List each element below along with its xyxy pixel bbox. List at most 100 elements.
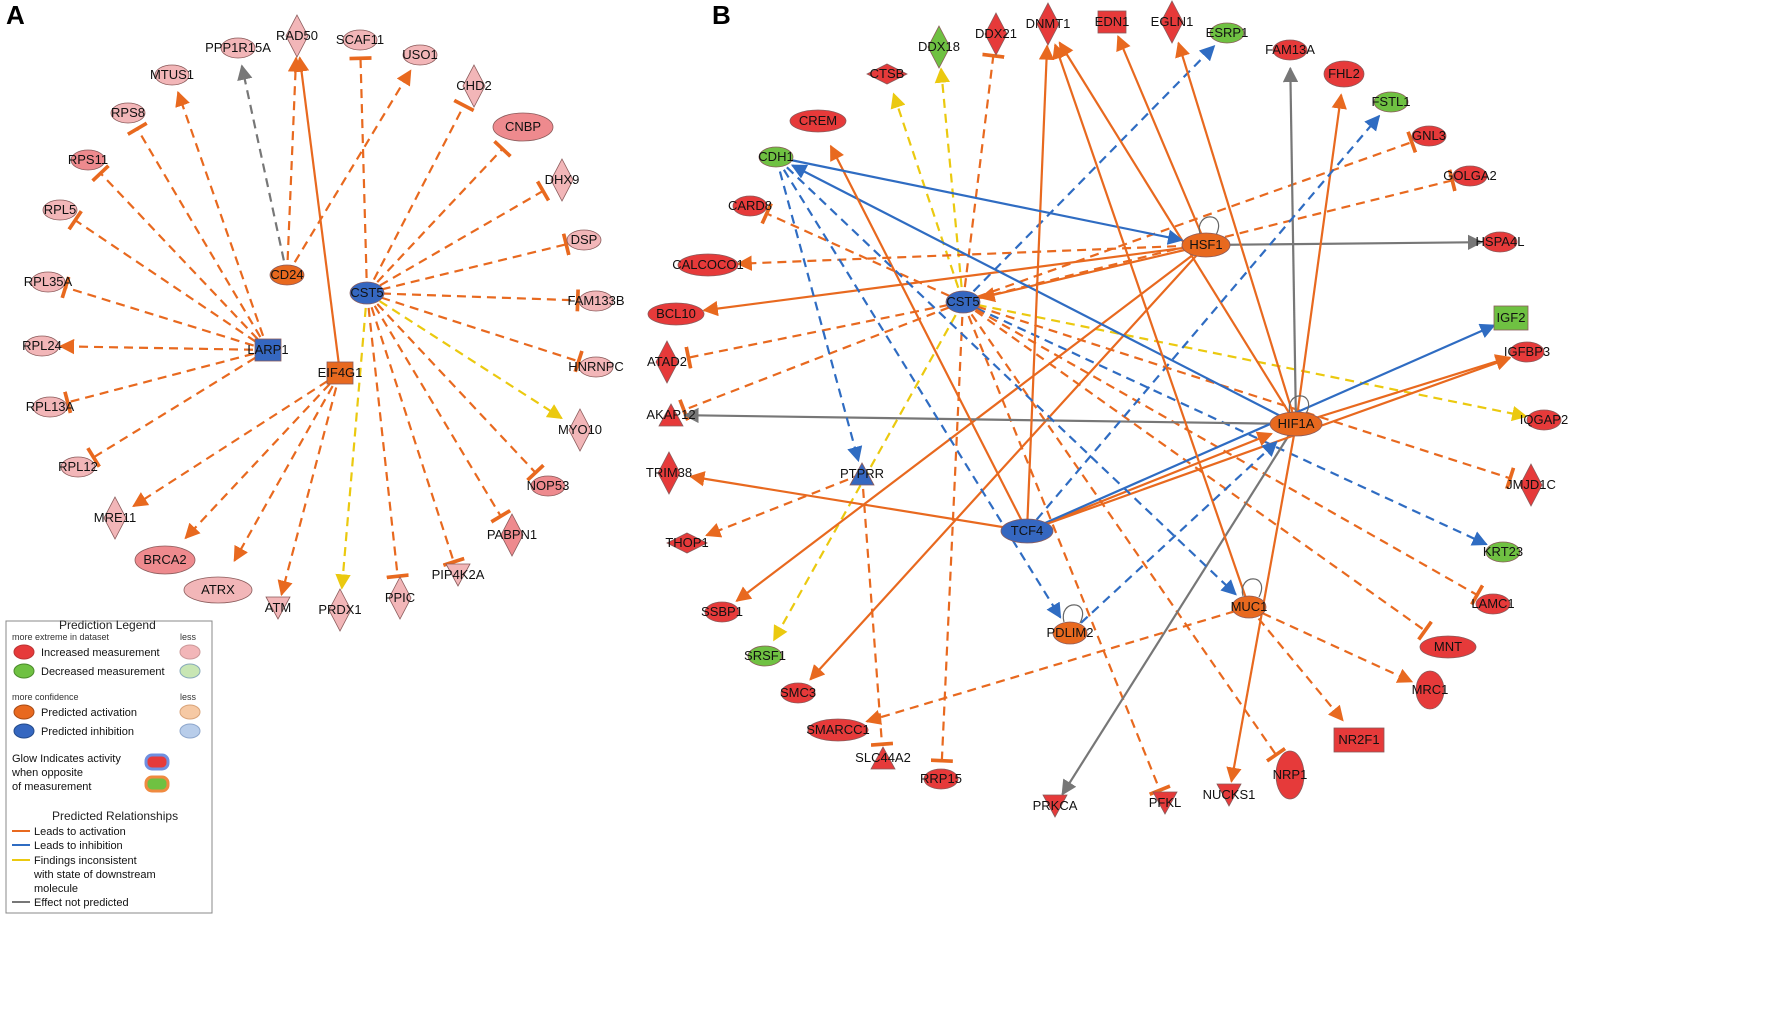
b-node-fam13a[interactable]: FAM13A [1265,39,1315,61]
b-node-igf2[interactable]: IGF2 [1493,305,1529,331]
a-node-label-rad50: RAD50 [276,28,318,43]
a-node-rpl12[interactable]: RPL12 [58,456,98,478]
b-node-hspa4l[interactable]: HSPA4L [1476,231,1525,253]
b-edge-hsf1-to-cst5 [979,243,1207,303]
b-node-shape-dnmt1 [1036,2,1060,46]
b-node-atad2[interactable]: ATAD2 [647,340,687,384]
b-node-crem[interactable]: CREM [789,109,847,133]
b-node-nucks1[interactable]: NUCKS1 [1203,783,1256,807]
a-node-rps11[interactable]: RPS11 [68,149,108,171]
a-node-myo10[interactable]: MYO10 [558,408,602,452]
b-node-thop1[interactable]: THOP1 [665,532,709,554]
a-node-ppic[interactable]: PPIC [385,576,415,620]
b-node-ctsb[interactable]: CTSB [866,63,908,85]
b-node-cst5[interactable]: CST5 [945,290,981,314]
b-node-fhl2[interactable]: FHL2 [1323,60,1365,88]
a-node-larp1[interactable]: LARP1 [247,338,289,362]
a-node-label-fam133b: FAM133B [567,293,624,308]
b-node-calcoco1[interactable]: CALCOCO1 [672,253,744,277]
b-node-ptprr[interactable]: PTPRR [840,462,884,486]
b-node-bcl10[interactable]: BCL10 [647,302,705,326]
b-node-egln1[interactable]: EGLN1 [1151,0,1194,44]
b-node-ddx18[interactable]: DDX18 [918,25,960,69]
a-node-label-ppic: PPIC [385,590,415,605]
a-node-atm[interactable]: ATM [265,596,291,620]
b-node-igfbp3[interactable]: IGFBP3 [1504,341,1550,363]
a-node-dhx9[interactable]: DHX9 [545,158,580,202]
b-node-cdh1[interactable]: CDH1 [758,146,794,168]
a-node-pabpn1[interactable]: PABPN1 [487,513,537,557]
b-node-smarcc1[interactable]: SMARCC1 [806,718,870,742]
a-node-rpl13a[interactable]: RPL13A [26,396,75,418]
a-node-eif4g1[interactable]: EIF4G1 [318,361,363,385]
a-node-rpl24[interactable]: RPL24 [22,335,62,357]
a-node-chd2[interactable]: CHD2 [456,64,492,108]
b-node-pdlim2[interactable]: PDLIM2 [1047,621,1094,645]
b-node-hif1a[interactable]: HIF1A [1269,411,1323,437]
b-node-slc44a2[interactable]: SLC44A2 [855,746,911,770]
a-node-rps8[interactable]: RPS8 [110,102,146,124]
b-node-lamc1[interactable]: LAMC1 [1471,593,1515,615]
a-node-nop53[interactable]: NOP53 [527,475,570,497]
a-node-uso1[interactable]: USO1 [402,44,438,66]
b-node-srsf1[interactable]: SRSF1 [744,645,786,667]
a-edge-cd24-to-uso1 [286,69,412,276]
b-node-smc3[interactable]: SMC3 [780,682,816,704]
a-edge-cst5-to-scaf11 [349,56,372,294]
a-node-rad50[interactable]: RAD50 [276,14,318,58]
a-node-label-atrx: ATRX [201,582,235,597]
b-node-pfkl[interactable]: PFKL [1149,791,1182,815]
b-node-mnt[interactable]: MNT [1419,635,1477,659]
a-node-label-myo10: MYO10 [558,422,602,437]
b-node-esrp1[interactable]: ESRP1 [1206,22,1249,44]
a-node-cnbp[interactable]: CNBP [492,112,554,142]
a-edge-eif4g1-to-atm [277,372,342,597]
a-node-rpl35a[interactable]: RPL35A [24,271,73,293]
a-node-shape-rpl24 [24,335,60,357]
b-node-jmjd1c[interactable]: JMJD1C [1506,463,1556,507]
b-node-fstl1[interactable]: FSTL1 [1371,91,1411,113]
a-node-atrx[interactable]: ATRX [183,576,253,604]
b-node-mrc1[interactable]: MRC1 [1412,670,1449,710]
a-node-brca2[interactable]: BRCA2 [134,545,196,575]
b-edge-tcf4-to-fstl1 [1026,114,1381,532]
b-node-muc1[interactable]: MUC1 [1231,595,1268,619]
a-node-shape-eif4g1 [326,361,354,385]
b-node-krt23[interactable]: KRT23 [1483,541,1523,563]
a-node-rpl5[interactable]: RPL5 [42,199,78,221]
b-self-loop-hif1a [1288,395,1309,415]
b-node-gnl3[interactable]: GNL3 [1411,125,1447,147]
b-node-nr2f1[interactable]: NR2F1 [1333,727,1385,753]
b-node-iqgap2[interactable]: IQGAP2 [1520,409,1568,431]
b-node-card8[interactable]: CARD8 [728,195,772,217]
legend-activation-label: Predicted activation [41,707,137,719]
a-node-ppp1r15a[interactable]: PPP1R15A [205,37,271,59]
b-node-prkca[interactable]: PRKCA [1033,794,1078,818]
b-node-shape-igfbp3 [1509,341,1545,363]
b-edge-tcf4-to-crem [829,144,1028,532]
a-node-fam133b[interactable]: FAM133B [567,290,625,312]
a-node-pip4k2a[interactable]: PIP4K2A [432,563,485,587]
b-node-nrp1[interactable]: NRP1 [1273,750,1308,800]
b-edge-muc1-to-mrc1 [1248,606,1414,683]
a-node-cd24[interactable]: CD24 [269,264,305,286]
a-node-dsp[interactable]: DSP [566,229,602,251]
b-node-hsf1[interactable]: HSF1 [1181,232,1231,258]
a-node-hnrnpc[interactable]: HNRNPC [568,356,624,378]
b-node-dnmt1[interactable]: DNMT1 [1026,2,1071,46]
legend-inhibition-label: Predicted inhibition [41,726,134,738]
a-node-prdx1[interactable]: PRDX1 [318,588,362,632]
b-node-ddx21[interactable]: DDX21 [975,12,1017,56]
a-edge-larp1-to-rps8 [126,121,269,351]
a-node-mre11[interactable]: MRE11 [94,496,136,540]
a-node-scaf11[interactable]: SCAF11 [336,29,384,51]
b-node-trim38[interactable]: TRIM38 [646,451,692,495]
b-node-akap12[interactable]: AKAP12 [646,403,696,427]
b-node-edn1[interactable]: EDN1 [1095,10,1130,34]
a-node-cst5[interactable]: CST5 [349,281,385,305]
b-node-ssbp1[interactable]: SSBP1 [701,601,743,623]
b-node-rrp15[interactable]: RRP15 [920,768,962,790]
a-node-mtus1[interactable]: MTUS1 [150,64,194,86]
b-node-tcf4[interactable]: TCF4 [1000,518,1054,544]
b-node-golga2[interactable]: GOLGA2 [1443,165,1497,187]
